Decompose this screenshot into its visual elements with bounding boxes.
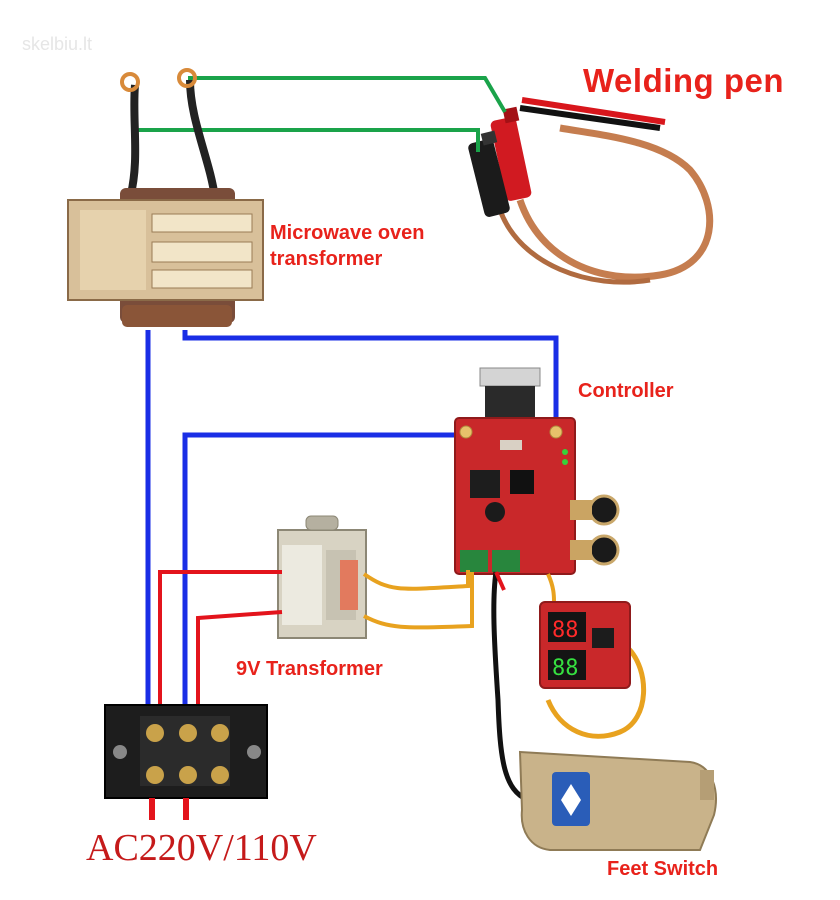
knob-icon bbox=[588, 494, 620, 526]
power-input-label: AC220V/110V bbox=[86, 827, 317, 869]
svg-text:88: 88 bbox=[552, 656, 579, 681]
red-wires bbox=[158, 570, 283, 720]
microwave-transformer-label-line1: Microwave oven bbox=[270, 222, 425, 244]
welding-pen-label: Welding pen bbox=[583, 62, 785, 99]
screw-icon bbox=[146, 766, 164, 784]
pen-plug-black bbox=[468, 130, 510, 217]
screw-icon bbox=[179, 766, 197, 784]
knob-icon bbox=[588, 534, 620, 566]
svg-text:88: 88 bbox=[552, 618, 579, 643]
feet-switch-label: Feet Switch bbox=[607, 858, 719, 880]
black-wire bbox=[491, 571, 530, 803]
orange-wires bbox=[362, 570, 474, 630]
display-module: 88 88 bbox=[539, 573, 647, 739]
feet-switch bbox=[518, 750, 717, 851]
welding-pen bbox=[468, 97, 714, 285]
screw-icon bbox=[179, 724, 197, 742]
controller-board bbox=[454, 367, 620, 575]
controller-label: Controller bbox=[578, 380, 674, 402]
screw-icon bbox=[211, 724, 229, 742]
screw-icon bbox=[146, 724, 164, 742]
transformer-9v bbox=[277, 515, 367, 639]
watermark-text: skelbiu.lt bbox=[22, 34, 93, 54]
screw-icon bbox=[211, 766, 229, 784]
blue-wires bbox=[145, 330, 559, 720]
pen-plug-red bbox=[490, 106, 532, 201]
microwave-transformer-label-line2: transformer bbox=[270, 248, 383, 270]
terminal-block bbox=[104, 704, 268, 820]
ring-terminal-icon bbox=[120, 72, 140, 92]
ring-terminal-icon bbox=[177, 68, 197, 88]
transformer-9v-label: 9V Transformer bbox=[236, 658, 383, 680]
microwave-oven-transformer bbox=[67, 68, 264, 327]
